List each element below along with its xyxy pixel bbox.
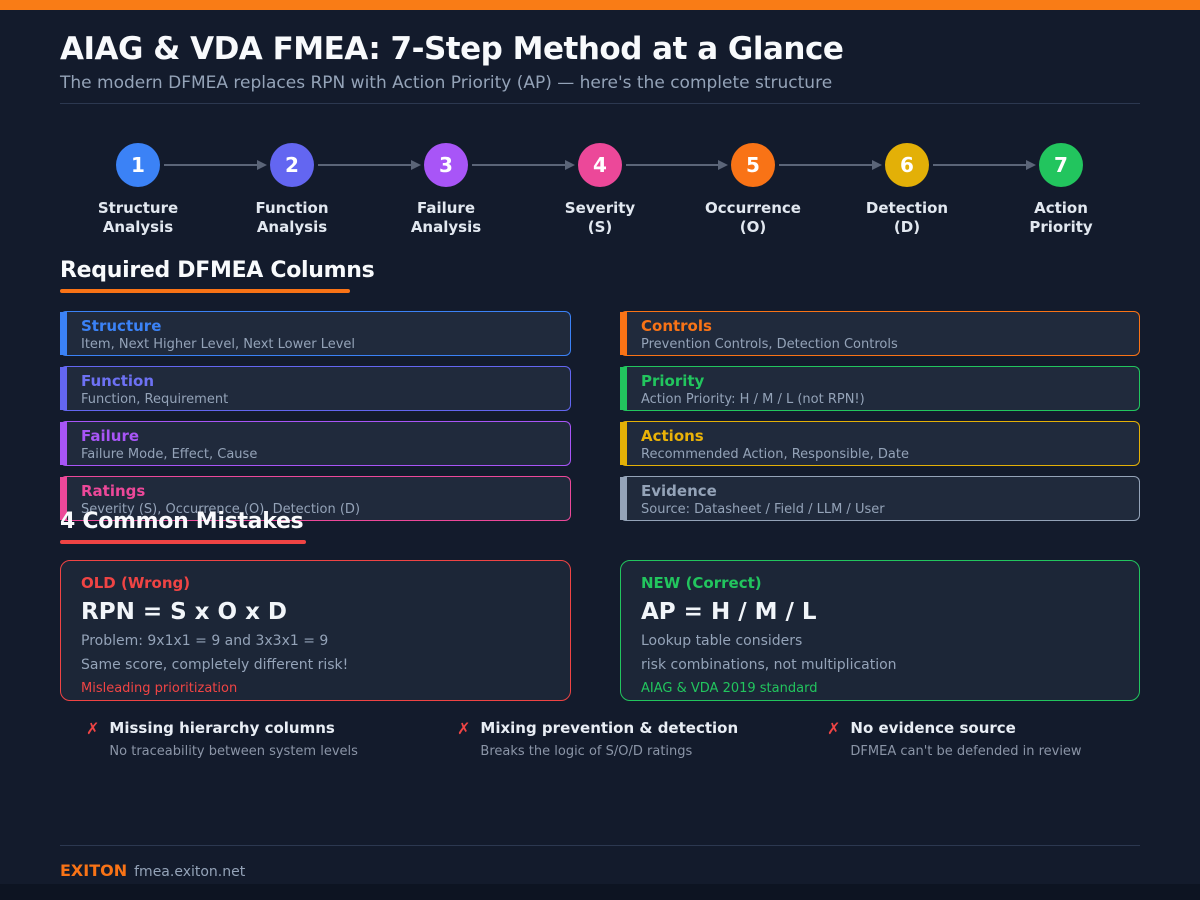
new-box-label: NEW (Correct) [641, 574, 762, 592]
new-box-line1: Lookup table considers [641, 633, 803, 649]
columns-heading-underline [60, 289, 350, 293]
mistake-item-evidence: ✗ No evidence source DFMEA can't be defe… [827, 719, 1082, 759]
card-accent-bar [620, 367, 627, 410]
card-accent-bar [60, 477, 67, 520]
mistake-title: Missing hierarchy columns [109, 719, 335, 737]
card-accent-bar [620, 422, 627, 465]
mistake-desc: No traceability between system levels [109, 744, 358, 759]
column-card-ratings: Ratings Severity (S), Occurrence (O), De… [60, 476, 571, 521]
step-4-badge: 4 [578, 143, 622, 187]
bottom-bar [0, 884, 1200, 900]
mistake-item-mixing: ✗ Mixing prevention & detection Breaks t… [457, 719, 738, 759]
footer-divider [60, 845, 1140, 846]
column-card-priority: Priority Action Priority: H / M / L (not… [620, 366, 1140, 411]
page-title: AIAG & VDA FMEA: 7-Step Method at a Glan… [60, 31, 844, 67]
card-desc: Severity (S), Occurrence (O), Detection … [81, 502, 361, 517]
column-card-evidence: Evidence Source: Datasheet / Field / LLM… [620, 476, 1140, 521]
card-accent-bar [620, 312, 627, 355]
card-desc: Recommended Action, Responsible, Date [641, 447, 909, 462]
old-box-note: Misleading prioritization [81, 681, 238, 696]
column-card-actions: Actions Recommended Action, Responsible,… [620, 421, 1140, 466]
old-wrong-box: OLD (Wrong) RPN = S x O x D Problem: 9x1… [60, 560, 571, 701]
step-3-badge: 3 [424, 143, 468, 187]
step-6-badge: 6 [885, 143, 929, 187]
card-accent-bar [60, 367, 67, 410]
step-5-occurrence: 5 Occurrence(O) [678, 143, 828, 237]
x-mark-icon: ✗ [86, 719, 100, 738]
step-7-badge: 7 [1039, 143, 1083, 187]
x-mark-icon: ✗ [827, 719, 841, 738]
card-title: Actions [641, 427, 704, 445]
step-number: 3 [439, 153, 453, 177]
card-desc: Item, Next Higher Level, Next Lower Leve… [81, 337, 356, 352]
old-box-formula: RPN = S x O x D [81, 599, 288, 625]
mistakes-heading-underline [60, 540, 306, 544]
step-label: Detection(D) [865, 199, 949, 236]
step-6-detection: 6 Detection(D) [832, 143, 982, 237]
brand-url: fmea.exiton.net [134, 864, 246, 880]
column-card-structure: Structure Item, Next Higher Level, Next … [60, 311, 571, 356]
columns-section-heading: Required DFMEA Columns [60, 258, 375, 283]
step-number: 4 [593, 153, 607, 177]
step-label: Occurrence(O) [705, 199, 801, 236]
new-box-note: AIAG & VDA 2019 standard [641, 681, 818, 696]
footer: EXITON fmea.exiton.net [60, 861, 245, 880]
card-desc: Prevention Controls, Detection Controls [641, 337, 898, 352]
card-title: Ratings [81, 482, 146, 500]
card-accent-bar [620, 477, 627, 520]
card-title: Controls [641, 317, 712, 335]
step-5-badge: 5 [731, 143, 775, 187]
step-number: 7 [1054, 153, 1068, 177]
card-title: Evidence [641, 482, 717, 500]
card-title: Structure [81, 317, 162, 335]
new-box-line2: risk combinations, not multiplication [641, 657, 897, 673]
card-title: Failure [81, 427, 140, 445]
step-label: Severity(S) [564, 199, 636, 236]
card-desc: Source: Datasheet / Field / LLM / User [641, 502, 885, 517]
old-box-label: OLD (Wrong) [81, 574, 191, 592]
mistake-desc: Breaks the logic of S/O/D ratings [480, 744, 693, 759]
step-number: 2 [285, 153, 299, 177]
mistakes-section-heading: 4 Common Mistakes [60, 509, 304, 534]
new-box-formula: AP = H / M / L [641, 599, 817, 625]
column-card-failure: Failure Failure Mode, Effect, Cause [60, 421, 571, 466]
step-1-badge: 1 [116, 143, 160, 187]
card-desc: Failure Mode, Effect, Cause [81, 447, 258, 462]
step-number: 1 [131, 153, 145, 177]
card-accent-bar [60, 422, 67, 465]
mistake-title: No evidence source [850, 719, 1016, 737]
column-card-function: Function Function, Requirement [60, 366, 571, 411]
flow-arrows [164, 160, 1036, 170]
step-number: 5 [746, 153, 760, 177]
new-correct-box: NEW (Correct) AP = H / M / L Lookup tabl… [620, 560, 1140, 701]
x-mark-icon: ✗ [457, 719, 471, 738]
brand-logo: EXITON [60, 861, 128, 880]
old-box-line2: Same score, completely different risk! [81, 657, 349, 673]
column-card-controls: Controls Prevention Controls, Detection … [620, 311, 1140, 356]
mistake-title: Mixing prevention & detection [480, 719, 739, 737]
card-desc: Function, Requirement [81, 392, 229, 407]
card-title: Priority [641, 372, 705, 390]
top-accent-bar [0, 0, 1200, 10]
card-title: Function [81, 372, 155, 390]
mistake-item-hierarchy: ✗ Missing hierarchy columns No traceabil… [86, 719, 358, 759]
card-desc: Action Priority: H / M / L (not RPN!) [641, 392, 865, 407]
page-subtitle: The modern DFMEA replaces RPN with Actio… [60, 73, 833, 93]
step-number: 6 [900, 153, 914, 177]
step-2-badge: 2 [270, 143, 314, 187]
old-box-line1: Problem: 9x1x1 = 9 and 3x3x1 = 9 [81, 633, 329, 649]
header-divider [60, 103, 1140, 104]
mistake-desc: DFMEA can't be defended in review [850, 744, 1082, 759]
card-accent-bar [60, 312, 67, 355]
step-4-severity: 4 Severity(S) [525, 143, 675, 237]
